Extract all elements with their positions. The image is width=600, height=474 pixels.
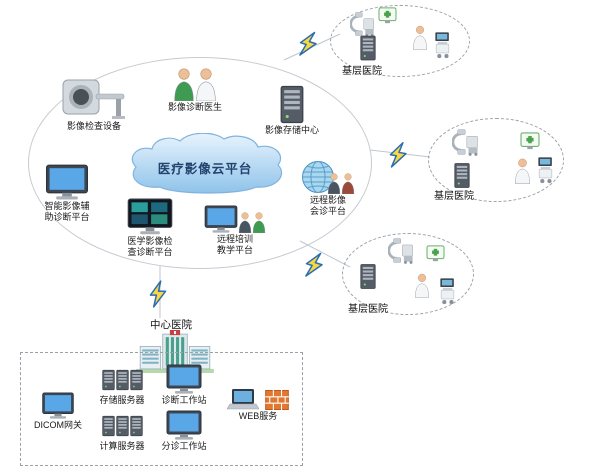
branch-dashed-ellipse (330, 5, 470, 77)
medical-device-icon (378, 7, 397, 24)
server-icon (102, 412, 115, 440)
doctor-green-icon (173, 68, 195, 101)
lightning-bolt-icon (148, 280, 168, 308)
branch-dashed-ellipse (342, 233, 474, 315)
server-rack-icon (102, 366, 143, 394)
server-icon (130, 366, 143, 394)
ultrasound-cart-icon (438, 277, 457, 305)
server-icon (130, 412, 143, 440)
item-triage-workstation: 分诊工作站 (156, 410, 212, 452)
branch-hospital-bottom: 基层医院 (342, 233, 474, 315)
server-icon (116, 412, 129, 440)
lightning-bolt-icon (300, 249, 328, 282)
workstation-monitor-icon (166, 410, 202, 440)
doctor-icon (412, 25, 428, 50)
doctor-icon (414, 273, 430, 298)
branch-hospital-label: 基层医院 (434, 191, 474, 202)
ct-scanner-icon (62, 78, 126, 120)
server-rack-icon (454, 162, 470, 189)
central-hospital-label: 中心医院 (150, 319, 192, 331)
cloud-boundary-ellipse (28, 57, 372, 269)
node-label-training: 远程培训教学平台 (216, 234, 253, 256)
item-label-triage-ws: 分诊工作站 (161, 441, 207, 451)
trainee-icon (252, 212, 266, 233)
node-label-ai: 智能影像辅助诊断平台 (44, 201, 90, 223)
central-hospital-box (20, 352, 303, 466)
server-icon (102, 366, 115, 394)
branch-hospital-top: 基层医院 (330, 5, 470, 77)
xray-machine-icon (452, 128, 480, 156)
node-training-platform: 远程培训教学平台 (198, 205, 272, 257)
training-workstation-icon (204, 205, 266, 233)
doctor-icon (514, 158, 531, 184)
item-label-diagnosis-ws: 诊断工作站 (161, 395, 207, 405)
medical-images-monitor-icon (127, 198, 173, 235)
item-web-service: WEB服务 (220, 388, 296, 422)
branch-dashed-ellipse (428, 118, 564, 202)
server-icon (116, 366, 129, 394)
item-label-storage-server: 存储服务器 (99, 395, 145, 405)
cloud-icon (131, 132, 283, 194)
consult-person-icon (327, 173, 341, 194)
branch-hospital-label: 基层医院 (342, 66, 382, 77)
monitor-icon (40, 392, 76, 419)
trainee-icon (238, 212, 252, 233)
firewall-icon (265, 390, 289, 410)
globe-consultation-icon (301, 160, 355, 194)
node-label-equipment: 影像检查设备 (66, 121, 121, 131)
item-label-web: WEB服务 (238, 411, 278, 421)
node-imaging-equipment: 影像检查设备 (52, 78, 136, 132)
server-rack-icon (102, 412, 143, 440)
node-label-storage: 影像存储中心 (264, 125, 319, 135)
server-rack-icon (280, 85, 304, 124)
lightning-bolt-icon (294, 28, 322, 61)
item-label-dicom: DICOM网关 (34, 420, 82, 430)
node-label-exam: 医学影像检查诊断平台 (127, 236, 173, 258)
laptop-icon (227, 388, 259, 410)
ultrasound-cart-icon (536, 156, 555, 184)
doctor-white-icon (195, 68, 217, 101)
item-diagnosis-workstation: 诊断工作站 (156, 364, 212, 406)
workstation-monitor-icon (166, 364, 202, 394)
lightning-bolt-icon (386, 139, 411, 170)
ultrasound-cart-icon (433, 31, 452, 59)
cloud-platform: 医疗影像云平台 (122, 132, 288, 197)
item-storage-server: 存储服务器 (94, 366, 150, 406)
monitor-icon (204, 205, 238, 233)
workstation-monitor-icon (45, 164, 89, 200)
item-compute-server: 计算服务器 (94, 412, 150, 452)
node-ai-platform: 智能影像辅助诊断平台 (28, 164, 106, 224)
consult-person-icon (341, 173, 355, 194)
laptop-firewall-icon (227, 388, 289, 410)
cloud-platform-label: 医疗影像云平台 (157, 161, 253, 176)
branch-hospital-middle: 基层医院 (428, 118, 564, 202)
medical-device-icon (520, 132, 540, 150)
node-diagnosis-doctors: 影像诊断医生 (158, 68, 232, 113)
node-label-consult: 远程影像会诊平台 (309, 195, 346, 217)
item-label-compute-server: 计算服务器 (99, 441, 145, 451)
server-rack-icon (360, 263, 376, 290)
server-rack-icon (360, 35, 376, 61)
node-label-doctor: 影像诊断医生 (167, 102, 222, 112)
branch-hospital-label: 基层医院 (348, 304, 388, 315)
xray-machine-icon (350, 11, 376, 37)
xray-machine-icon (388, 237, 415, 264)
medical-device-icon (426, 245, 445, 262)
node-consult-platform: 远程影像会诊平台 (288, 160, 368, 218)
item-dicom-gateway: DICOM网关 (24, 392, 92, 431)
node-storage-center: 影像存储中心 (256, 85, 328, 136)
node-exam-platform: 医学影像检查诊断平台 (110, 198, 190, 259)
doctor-figures-icon (173, 68, 217, 101)
